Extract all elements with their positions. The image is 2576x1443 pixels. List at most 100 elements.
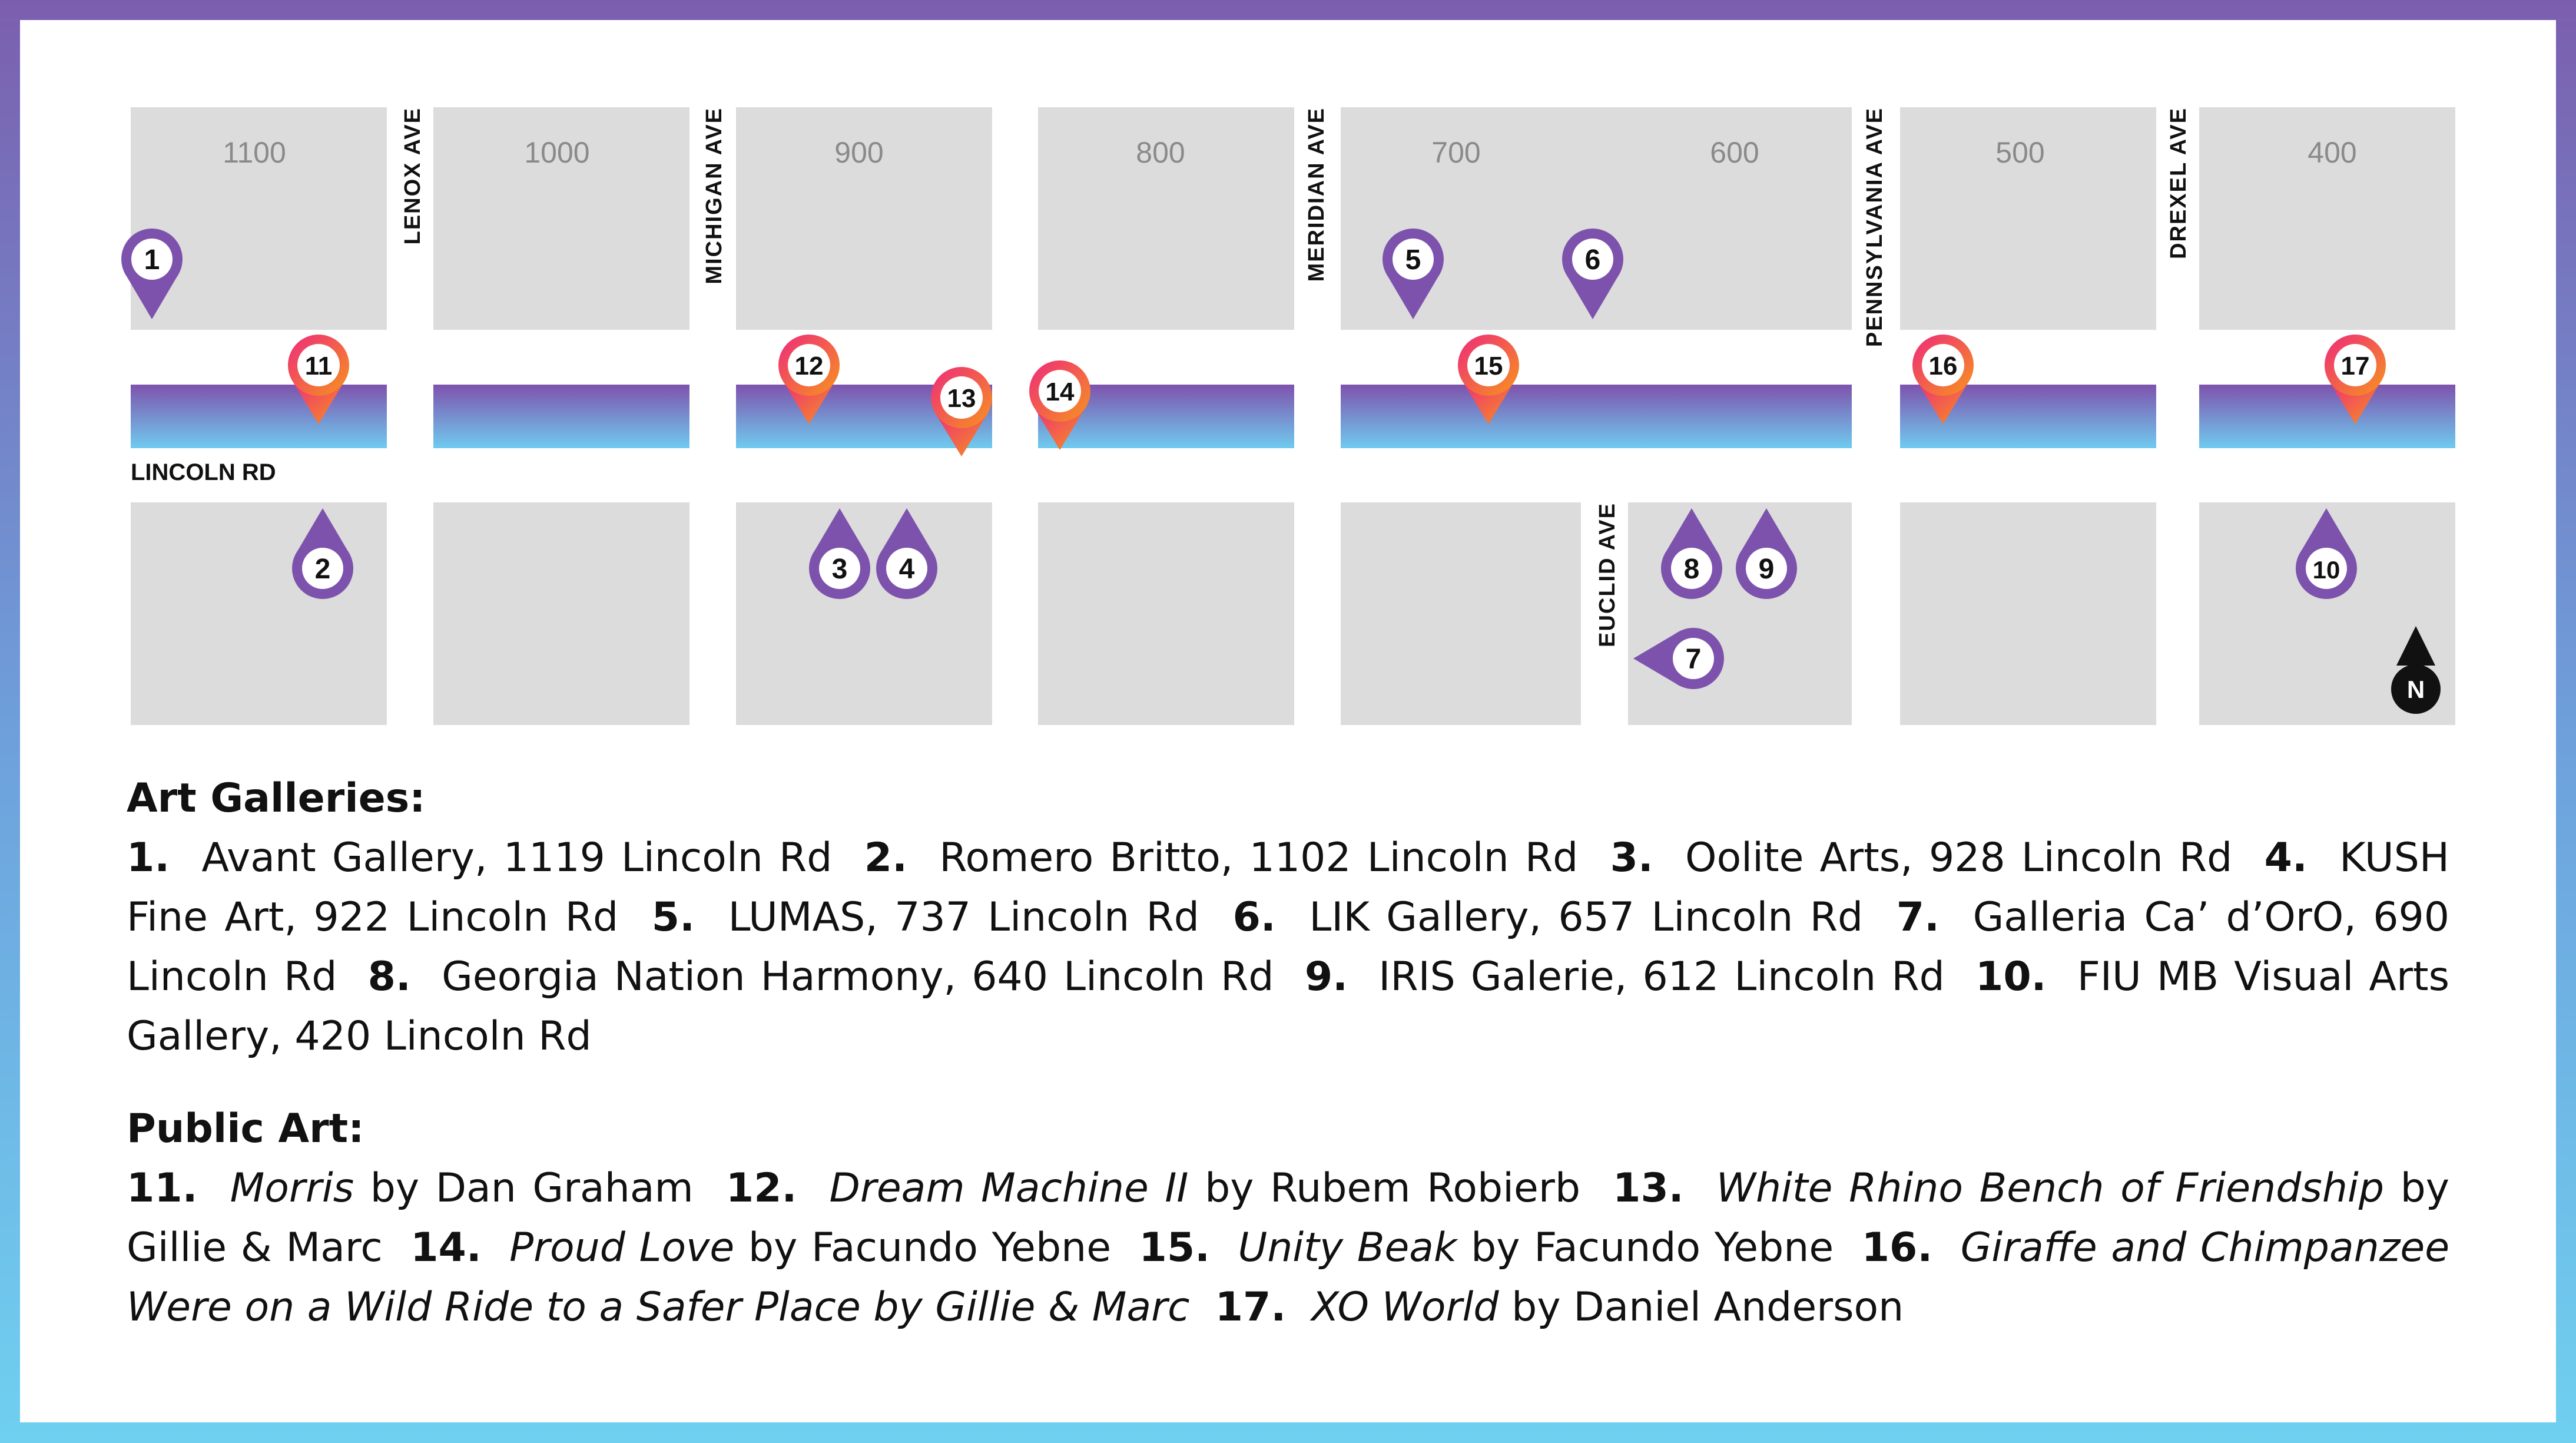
lincoln-road-segment [1341, 385, 1852, 448]
lincoln-road-segment [131, 385, 387, 448]
legend-number: 12. [725, 1165, 797, 1212]
south-blocks [131, 502, 2455, 725]
svg-text:17: 17 [2341, 352, 2370, 380]
public-art-marker[interactable]: 15 [1458, 335, 1519, 424]
public-art-marker[interactable]: 16 [1912, 335, 1974, 424]
gallery-marker[interactable]: 6 [1562, 229, 1623, 319]
svg-text:7: 7 [1686, 644, 1702, 675]
legend-number: 2. [864, 835, 907, 881]
gallery-legend-item: 1. Avant Gallery, 1119 Lincoln Rd [127, 835, 832, 881]
city-block [1038, 502, 1294, 725]
artist-credit: by Gillie & Marc [127, 1165, 2449, 1271]
legend-number: 9. [1304, 954, 1348, 1000]
gallery-marker[interactable]: 3 [809, 508, 870, 599]
legend-number: 13. [1613, 1165, 1684, 1212]
avenue-label: MICHIGAN AVE [702, 107, 727, 284]
svg-text:14: 14 [1046, 378, 1075, 406]
public-art-marker[interactable]: 12 [778, 335, 840, 424]
avenue-label: LENOX AVE [400, 107, 425, 244]
legend-number: 10. [1975, 954, 2047, 1000]
artwork-title: Unity Beak [1238, 1224, 1457, 1271]
city-block [1900, 107, 2156, 330]
artwork-title: Morris [230, 1165, 354, 1212]
public-art-heading: Public Art: [127, 1106, 364, 1152]
artwork-title: XO World [1311, 1284, 1499, 1331]
compass-label: N [2407, 676, 2425, 703]
artist-credit: by Dan Graham [370, 1165, 694, 1212]
gallery-marker[interactable]: 10 [2296, 508, 2357, 599]
gallery-legend-item: 8. Georgia Nation Harmony, 640 Lincoln R… [368, 954, 1274, 1000]
public-art-marker[interactable]: 11 [288, 335, 349, 424]
gallery-legend-item: 9. IRIS Galerie, 612 Lincoln Rd [1305, 954, 1945, 1000]
gallery-marker[interactable]: 9 [1736, 508, 1797, 599]
gallery-marker[interactable]: 8 [1661, 508, 1722, 599]
city-block [1900, 502, 2156, 725]
public-art-marker[interactable]: 13 [931, 367, 992, 456]
public-art-marker[interactable]: 17 [2325, 335, 2386, 424]
svg-text:1: 1 [144, 244, 160, 276]
svg-text:11: 11 [305, 352, 333, 380]
legend-text: Romero Britto, 1102 Lincoln Rd [939, 835, 1579, 881]
public-art-marker[interactable]: 14 [1029, 360, 1090, 450]
svg-text:10: 10 [2313, 556, 2340, 584]
galleries-heading: Art Galleries: [127, 775, 426, 822]
city-block [736, 502, 992, 725]
block-number: 1100 [223, 136, 286, 169]
lincoln-road-segments [131, 385, 2455, 448]
galleries-list: 1. Avant Gallery, 1119 Lincoln Rd 2. Rom… [127, 828, 2449, 1066]
legend-number: 14. [410, 1224, 482, 1271]
gallery-marker[interactable]: 5 [1383, 229, 1444, 319]
city-block [736, 107, 992, 330]
gallery-legend-item: 3. Oolite Arts, 928 Lincoln Rd [1610, 835, 2233, 881]
svg-text:4: 4 [899, 554, 915, 585]
lincoln-rd-label: LINCOLN RD [131, 459, 276, 485]
city-block [433, 107, 689, 330]
artwork-title: Dream Machine II [829, 1165, 1189, 1212]
artwork-title: Proud Love [509, 1224, 735, 1271]
svg-text:6: 6 [1585, 244, 1601, 276]
artwork-title: Giraffe and Chimpanzee Were on a Wild Ri… [127, 1224, 2450, 1331]
city-block [1038, 107, 1294, 330]
art-galleries-legend: Art Galleries: 1. Avant Gallery, 1119 Li… [127, 769, 2449, 1066]
gallery-legend-item: 5. LUMAS, 737 Lincoln Rd [652, 894, 1199, 941]
block-number: 900 [834, 136, 883, 169]
block-number: 1000 [524, 136, 589, 169]
legend-number: 17. [1215, 1284, 1287, 1331]
svg-text:12: 12 [795, 352, 824, 380]
lincoln-road-segment [433, 385, 689, 448]
block-number: 600 [1710, 136, 1759, 169]
svg-text:8: 8 [1684, 554, 1700, 585]
public-art-legend-item: 14. Proud Love by Facundo Yebne [410, 1224, 1111, 1271]
legend-text: Oolite Arts, 928 Lincoln Rd [1685, 835, 2233, 881]
legend-text: Georgia Nation Harmony, 640 Lincoln Rd [442, 954, 1274, 1000]
gallery-legend-item: 10. FIU MB Visual Arts Gallery, 420 Linc… [127, 954, 2449, 1060]
gallery-marker[interactable]: 2 [292, 508, 353, 599]
svg-text:15: 15 [1474, 352, 1503, 380]
public-art-markers: 11 12 13 14 15 16 17 [288, 335, 2386, 456]
artist-credit: by Daniel Anderson [1511, 1284, 1904, 1331]
svg-text:9: 9 [1759, 554, 1775, 585]
gallery-legend-item: 7. Galleria Ca’ d’OrO, 690 Lincoln Rd [127, 894, 2449, 1000]
gallery-marker[interactable]: 1 [121, 229, 183, 319]
public-art-list: 11. Morris by Dan Graham 12. Dream Machi… [127, 1159, 2449, 1337]
artist-credit: by Facundo Yebne [1471, 1224, 1834, 1271]
public-art-legend-item: 13. White Rhino Bench of Friendship by G… [127, 1165, 2449, 1271]
svg-text:5: 5 [1405, 244, 1421, 276]
gallery-marker[interactable]: 4 [876, 508, 937, 599]
north-arrow-icon: N [2391, 626, 2441, 714]
legend-number: 11. [127, 1165, 198, 1212]
legend-text: IRIS Galerie, 612 Lincoln Rd [1378, 954, 1945, 1000]
legend-text: KUSH Fine Art, 922 Lincoln Rd [127, 835, 2449, 941]
city-block [1628, 502, 1852, 725]
public-art-legend-item: 17. XO World by Daniel Anderson [1215, 1284, 1904, 1331]
public-art-legend-item: 15. Unity Beak by Facundo Yebne [1139, 1224, 1834, 1271]
public-art-legend: Public Art: 11. Morris by Dan Graham 12.… [127, 1099, 2449, 1337]
artist-credit: by Facundo Yebne [748, 1224, 1112, 1271]
gallery-marker[interactable]: 7 [1633, 628, 1724, 689]
public-art-legend-item: 16. Giraffe and Chimpanzee Were on a Wil… [127, 1224, 2449, 1331]
legend-number: 5. [651, 894, 695, 941]
